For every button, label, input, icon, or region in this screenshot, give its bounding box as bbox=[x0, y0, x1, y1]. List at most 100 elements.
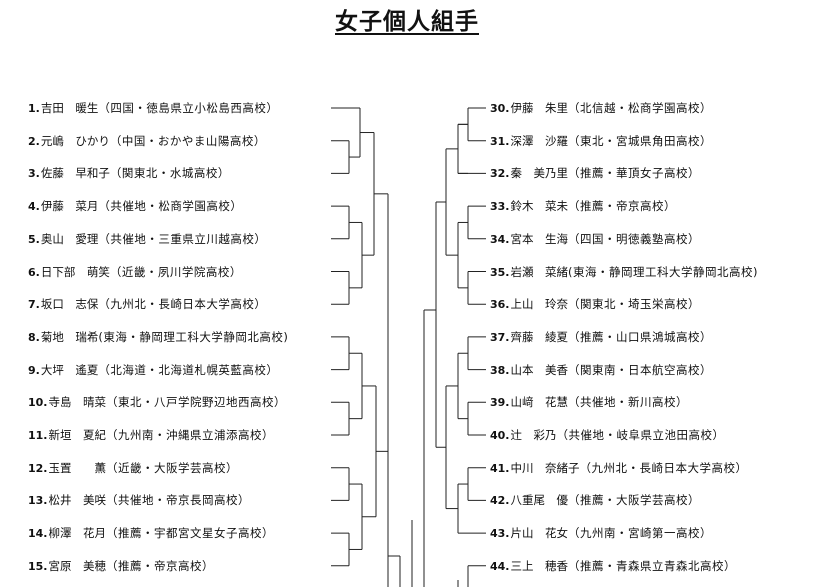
entry-affiliation: （北海道・北海道札幌英藍高校） bbox=[98, 362, 279, 377]
left-entry: 15.宮原 美穂（推薦・帝京高校） bbox=[28, 557, 328, 575]
entry-affiliation: （中国・おかやま山陽高校） bbox=[109, 133, 266, 148]
entry-name: 日下部 萌笑 bbox=[40, 264, 110, 279]
entry-name: 元嶋 ひかり bbox=[40, 133, 110, 148]
entry-name: 中川 奈緒子 bbox=[510, 460, 580, 475]
right-entry: 39.山﨑 花慧（共催地・新川高校） bbox=[490, 393, 802, 411]
entry-name: 伊藤 朱里 bbox=[510, 101, 569, 115]
entry-name: 佐藤 早和子 bbox=[40, 166, 110, 181]
entry-affiliation: （共催地・新川高校） bbox=[568, 395, 688, 410]
entry-affiliation: （関東南・日本航空高校） bbox=[568, 362, 712, 377]
right-entry: 33.鈴木 菜未（推薦・帝京高校） bbox=[490, 197, 802, 215]
entry-number: 5. bbox=[28, 232, 40, 246]
entry-number: 9. bbox=[28, 363, 40, 377]
entry-name: 松井 美咲 bbox=[48, 493, 107, 508]
entry-name: 宮原 美穂 bbox=[48, 558, 107, 573]
entry-number: 13. bbox=[28, 494, 48, 508]
entry-number: 7. bbox=[28, 298, 40, 312]
entry-number: 3. bbox=[28, 167, 40, 181]
entry-number: 12. bbox=[28, 461, 48, 475]
entry-name: 玉置 薫 bbox=[48, 460, 107, 475]
entry-affiliation: （近畿・大阪学芸高校） bbox=[106, 460, 238, 475]
entry-affiliation: （四国・明徳義塾高校） bbox=[568, 231, 700, 246]
entry-number: 38. bbox=[490, 363, 510, 377]
entry-number: 11. bbox=[28, 429, 48, 442]
entry-affiliation: （関東北・埼玉栄高校） bbox=[568, 297, 700, 312]
entry-affiliation: (東海・静岡理工科大学静岡北高校) bbox=[568, 264, 758, 279]
left-entry: 1.吉田 暖生（四国・徳島県立小松島西高校） bbox=[28, 99, 328, 117]
entry-name: 新垣 夏紀 bbox=[48, 428, 107, 442]
right-entry: 43.片山 花女（九州南・宮崎第一高校） bbox=[490, 524, 802, 542]
entry-name: 山﨑 花慧 bbox=[510, 395, 569, 410]
left-entry: 8.菊地 瑞希(東海・静岡理工科大学静岡北高校) bbox=[28, 328, 328, 346]
entry-affiliation: （共催地・三重県立川越高校） bbox=[98, 231, 267, 246]
entry-affiliation: （推薦・帝京高校） bbox=[106, 558, 214, 573]
entry-number: 32. bbox=[490, 167, 510, 181]
entry-number: 31. bbox=[490, 134, 510, 148]
entry-affiliation: （推薦・山口県鴻城高校） bbox=[568, 329, 712, 344]
entry-number: 43. bbox=[490, 527, 510, 541]
right-entry: 31.深澤 沙羅（東北・宮城県角田高校） bbox=[490, 132, 802, 150]
entry-name: 大坪 遙夏 bbox=[40, 362, 99, 377]
entry-name: 深澤 沙羅 bbox=[510, 133, 569, 148]
entry-name: 山本 美香 bbox=[510, 362, 569, 377]
entry-number: 36. bbox=[490, 298, 510, 312]
entry-affiliation: （推薦・青森県立青森北高校） bbox=[568, 558, 736, 573]
left-entry: 10.寺島 晴菜（東北・八戸学院野辺地西高校） bbox=[28, 393, 328, 411]
entry-affiliation: （推薦・大阪学芸高校） bbox=[568, 493, 700, 508]
entry-number: 14. bbox=[28, 527, 48, 541]
entry-affiliation: （九州南・宮崎第一高校） bbox=[568, 526, 712, 541]
entry-name: 八重尾 優 bbox=[510, 493, 569, 508]
entry-number: 33. bbox=[490, 200, 510, 214]
right-entry: 36.上山 玲奈（関東北・埼玉栄高校） bbox=[490, 295, 802, 313]
entry-affiliation: （推薦・宇都宮文星女子高校） bbox=[106, 526, 274, 541]
entry-name: 秦 美乃里 bbox=[510, 166, 569, 181]
entry-name: 片山 花女 bbox=[510, 526, 569, 541]
page-title: 女子個人組手 bbox=[335, 9, 479, 35]
entry-affiliation: （九州北・長崎日本大学高校） bbox=[98, 297, 267, 312]
entry-affiliation: （九州北・長崎日本大学高校） bbox=[579, 460, 748, 475]
entry-number: 2. bbox=[28, 134, 40, 148]
entry-affiliation: （推薦・帝京高校） bbox=[568, 199, 676, 214]
entry-affiliation: （四国・徳島県立小松島西高校） bbox=[98, 101, 279, 115]
entry-name: 鈴木 菜未 bbox=[510, 199, 569, 214]
entry-number: 40. bbox=[490, 429, 510, 442]
entry-name: 上山 玲奈 bbox=[510, 297, 569, 312]
entry-number: 42. bbox=[490, 494, 510, 508]
entry-affiliation: (東海・静岡理工科大学静岡北高校) bbox=[98, 329, 289, 344]
entry-name: 寺島 晴菜 bbox=[48, 395, 107, 410]
right-entry: 30.伊藤 朱里（北信越・松商学園高校） bbox=[490, 99, 802, 117]
entry-name: 吉田 暖生 bbox=[40, 101, 99, 115]
entry-name: 齊藤 綾夏 bbox=[510, 329, 569, 344]
entry-name: 岩瀬 菜緒 bbox=[510, 264, 569, 279]
entry-affiliation: （共催地・松商学園高校） bbox=[98, 199, 243, 214]
entry-name: 伊藤 菜月 bbox=[40, 199, 99, 214]
entry-number: 34. bbox=[490, 232, 510, 246]
entry-affiliation: （共催地・岐阜県立池田高校） bbox=[556, 428, 725, 442]
right-entry: 41.中川 奈緒子（九州北・長崎日本大学高校） bbox=[490, 459, 802, 477]
entry-number: 10. bbox=[28, 396, 48, 410]
entry-number: 39. bbox=[490, 396, 510, 410]
right-entry: 44.三上 穂香（推薦・青森県立青森北高校） bbox=[490, 557, 802, 575]
entry-number: 37. bbox=[490, 330, 510, 344]
left-entry: 3.佐藤 早和子（関東北・水城高校） bbox=[28, 164, 328, 182]
right-entry: 37.齊藤 綾夏（推薦・山口県鴻城高校） bbox=[490, 328, 802, 346]
entry-name: 奥山 愛理 bbox=[40, 231, 99, 246]
entry-name: 坂口 志保 bbox=[40, 297, 99, 312]
entry-affiliation: （関東北・水城高校） bbox=[109, 166, 230, 181]
left-entry: 12.玉置 薫（近畿・大阪学芸高校） bbox=[28, 459, 328, 477]
left-entry: 2.元嶋 ひかり（中国・おかやま山陽高校） bbox=[28, 132, 328, 150]
left-entry: 9.大坪 遙夏（北海道・北海道札幌英藍高校） bbox=[28, 361, 328, 379]
entry-affiliation: （共催地・帝京長岡高校） bbox=[106, 493, 250, 508]
entry-number: 6. bbox=[28, 265, 40, 279]
entry-number: 8. bbox=[28, 330, 40, 344]
entry-affiliation: （推薦・華頂女子高校） bbox=[568, 166, 700, 181]
entry-affiliation: （近畿・夙川学院高校） bbox=[109, 264, 242, 279]
right-entry: 35.岩瀬 菜緒(東海・静岡理工科大学静岡北高校) bbox=[490, 263, 802, 281]
left-entry: 4.伊藤 菜月（共催地・松商学園高校） bbox=[28, 197, 328, 215]
right-entry: 38.山本 美香（関東南・日本航空高校） bbox=[490, 361, 802, 379]
entry-number: 44. bbox=[490, 559, 510, 573]
entry-name: 柳澤 花月 bbox=[48, 526, 107, 541]
left-entry: 5.奥山 愛理（共催地・三重県立川越高校） bbox=[28, 230, 328, 248]
entry-number: 41. bbox=[490, 461, 510, 475]
